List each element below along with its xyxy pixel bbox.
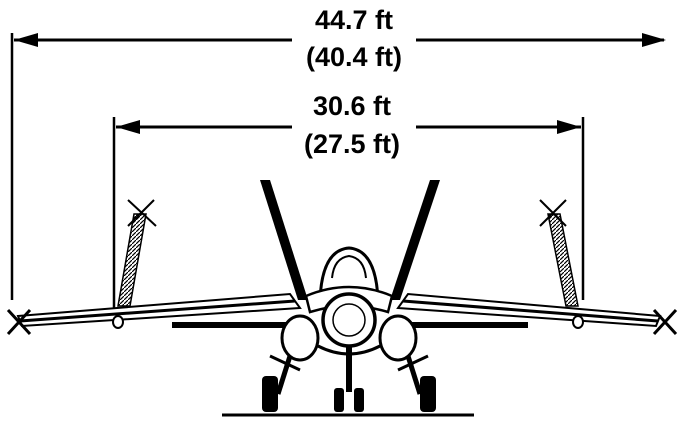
inner-span-folded-label: (27.5 ft) [304,129,400,159]
outer-dimension-line [10,33,666,300]
left-wingtip-store [112,315,124,329]
left-vertical-tail [260,180,308,300]
left-folded-wing-panel [117,199,157,307]
left-wing-pylon-rail [172,322,302,328]
right-wing-pylon-rail [398,322,528,328]
nose-gear [334,346,364,412]
left-main-gear [262,355,293,412]
aircraft-front-view [6,180,678,417]
right-wing [396,292,662,328]
right-main-gear [405,355,436,412]
inner-span-label: 30.6 ft [313,91,391,121]
right-vertical-tail [390,180,440,300]
left-wing [16,292,302,328]
right-wingtip-marker [652,308,678,336]
right-wingtip-store [572,315,584,329]
inner-dimension-line [112,117,585,310]
outer-span-label: 44.7 ft [315,5,393,35]
left-wingtip-marker [6,308,32,336]
outer-span-folded-label: (40.4 ft) [306,42,402,72]
left-engine-intake [280,314,320,362]
right-folded-wing-panel [539,199,579,307]
right-engine-intake [378,314,418,362]
